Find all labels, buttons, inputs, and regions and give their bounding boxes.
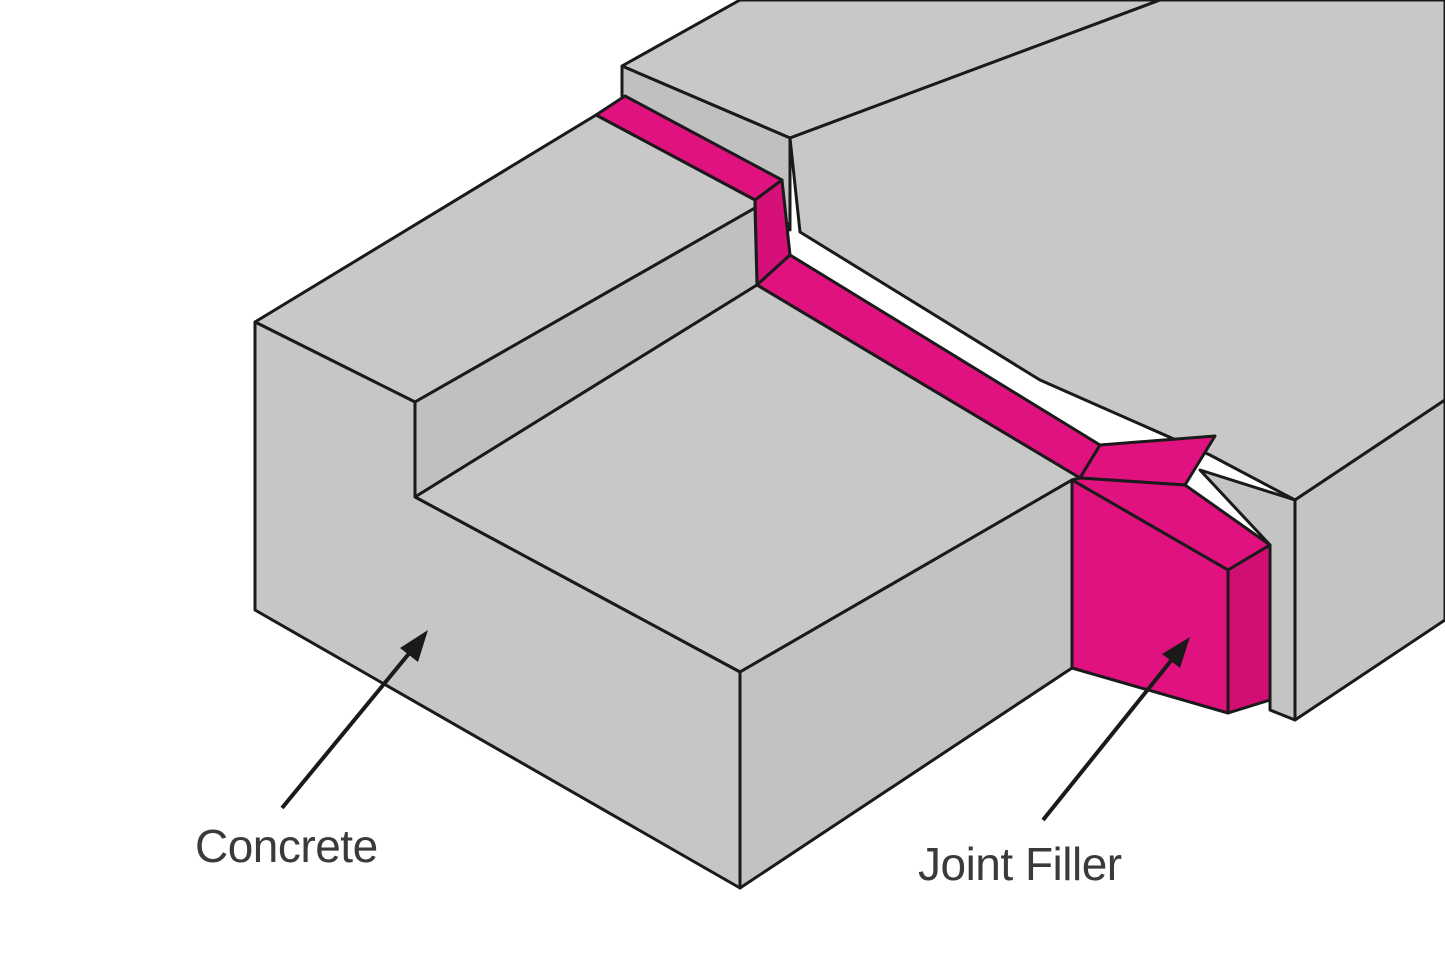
right-slab: [620, 0, 1445, 722]
concrete-arrow-line: [280, 643, 418, 810]
joint-filler-callout: Joint Filler: [918, 637, 1190, 890]
joint-filler-arrow-head: [1162, 637, 1190, 668]
concrete-callout: Concrete: [195, 630, 428, 872]
concrete-label: Concrete: [195, 820, 378, 872]
joint-filler-block: [1070, 476, 1272, 715]
joint-filler-arrow-line: [1041, 650, 1180, 822]
left-block: [253, 113, 1082, 890]
filler-end-tab: [1078, 434, 1217, 487]
joint-filler-label: Joint Filler: [918, 838, 1122, 890]
concrete-arrow-head: [400, 630, 428, 662]
filler-block-side: [1226, 543, 1272, 715]
